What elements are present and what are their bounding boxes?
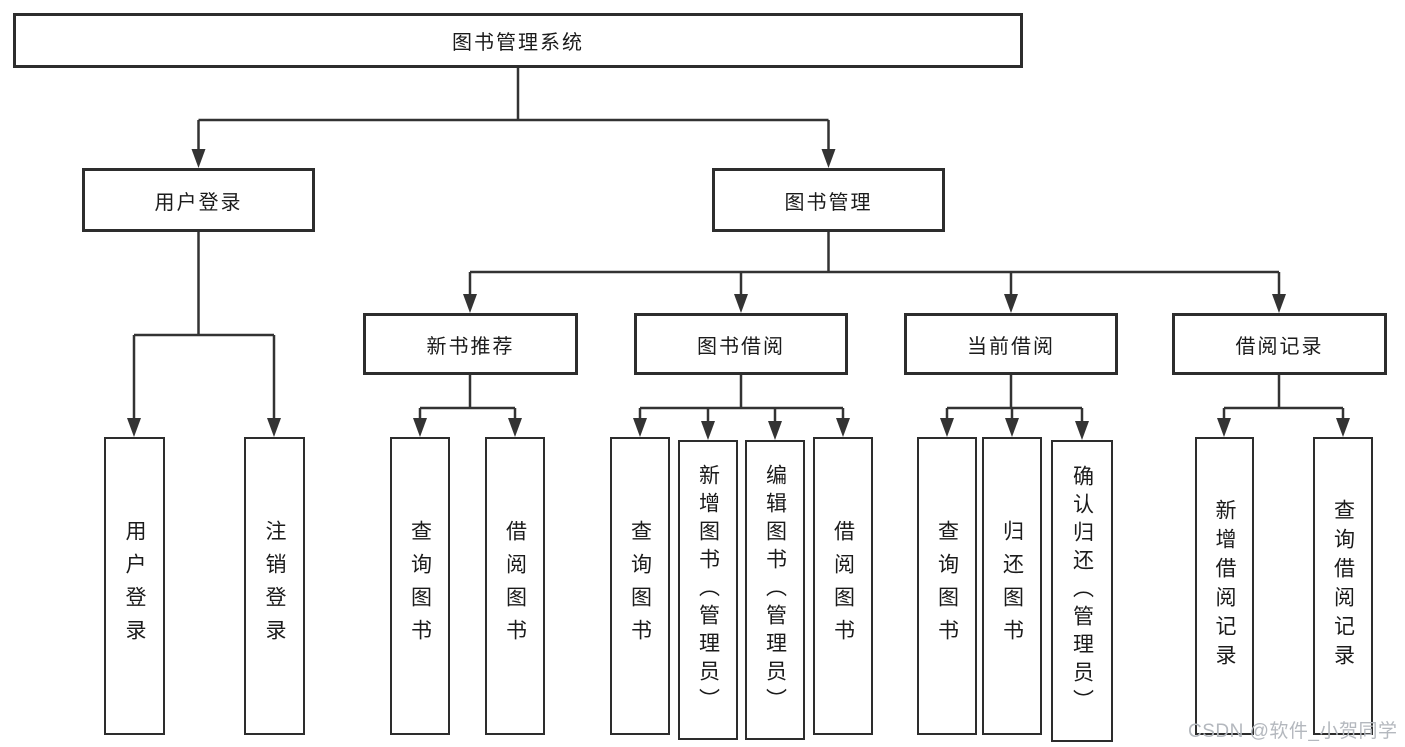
node-leaf-add-borrow-record: 新增借阅记录 — [1195, 437, 1254, 735]
csdn-watermark: CSDN @软件_小贺同学 — [1188, 721, 1398, 742]
node-leaf-edit-books-admin: 编辑图书（管理员） — [745, 440, 805, 740]
node-user-login: 用户登录 — [82, 168, 315, 232]
node-book-management: 图书管理 — [712, 168, 945, 232]
node-borrow-records: 借阅记录 — [1172, 313, 1387, 375]
node-leaf-query-books-borrow: 查询图书 — [610, 437, 670, 735]
node-leaf-user-login: 用户登录 — [104, 437, 165, 735]
node-new-book-recommend: 新书推荐 — [363, 313, 578, 375]
node-leaf-query-borrow-record: 查询借阅记录 — [1313, 437, 1373, 735]
node-leaf-return-books: 归还图书 — [982, 437, 1042, 735]
node-leaf-borrow-books-recommend: 借阅图书 — [485, 437, 545, 735]
node-leaf-confirm-return-admin: 确认归还（管理员） — [1051, 440, 1113, 742]
node-root: 图书管理系统 — [13, 13, 1023, 68]
node-leaf-borrow-books: 借阅图书 — [813, 437, 873, 735]
node-leaf-add-books-admin: 新增图书（管理员） — [678, 440, 738, 740]
arrowheads — [127, 149, 1350, 440]
node-book-borrowing: 图书借阅 — [634, 313, 848, 375]
node-leaf-query-books-recommend: 查询图书 — [390, 437, 450, 735]
node-leaf-logout: 注销登录 — [244, 437, 305, 735]
node-current-borrowing: 当前借阅 — [904, 313, 1118, 375]
node-leaf-query-books-current: 查询图书 — [917, 437, 977, 735]
